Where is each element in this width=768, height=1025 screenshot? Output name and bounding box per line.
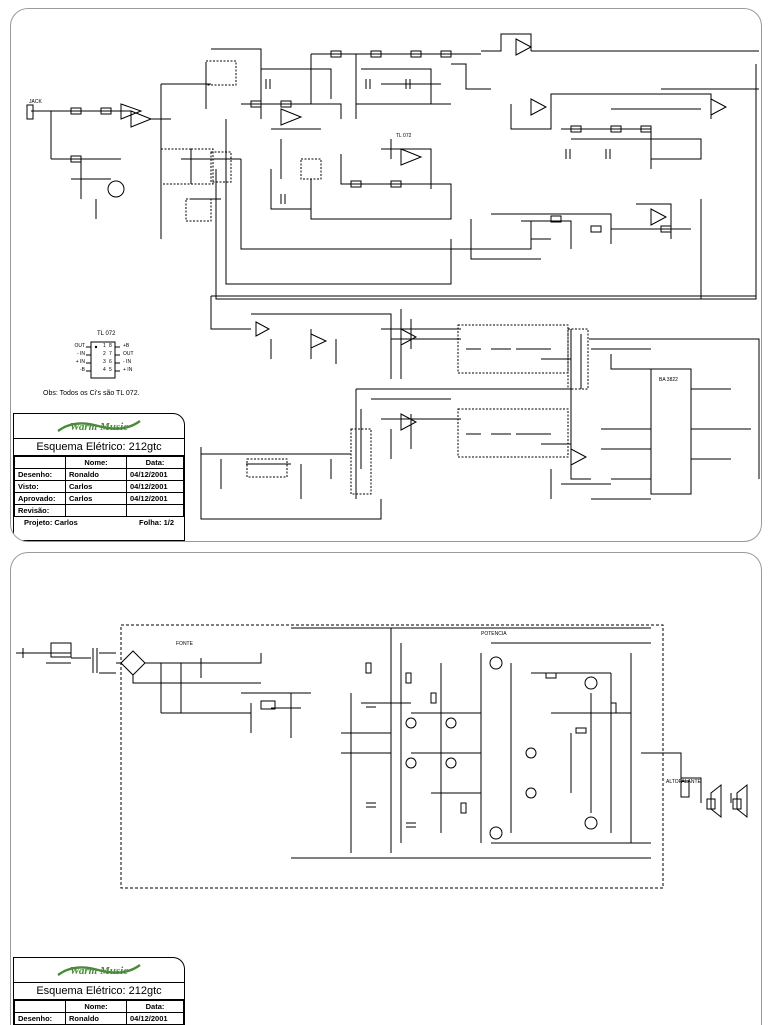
ic-pinout: [86, 341, 120, 379]
power-amp-label: POTENCIA: [481, 631, 507, 637]
power-schematic: POTENCIA FONTE ALTOFALANTE: [16, 624, 748, 889]
preamp-schematic: BA 3822 JACK TL 072: [26, 33, 760, 520]
schematic-sheet-1: BA 3822 JACK TL 072 TL 072 OUT- IN+ IN-B…: [10, 8, 762, 542]
ic-pinout-title: TL 072: [97, 331, 116, 337]
svg-text:Warm Music: Warm Music: [70, 965, 128, 977]
brand-logo: Warm Music: [14, 414, 184, 439]
mix-chip-label: BA 3822: [659, 377, 678, 383]
title-block-2: Warm Music Esquema Elétrico: 212gtc Nome…: [13, 957, 185, 1025]
speaker-label: ALTOFALANTE: [666, 779, 701, 785]
schematic-sheet-2: POTENCIA FONTE ALTOFALANTE Warm Music Es…: [10, 552, 762, 1025]
brand-logo-2: Warm Music: [14, 958, 184, 983]
sheet-number: Folha: 1/2: [138, 518, 174, 527]
sheet-title-2: Esquema Elétrico: 212gtc: [14, 983, 184, 1000]
chip-label: TL 072: [396, 133, 412, 139]
supply-label: FONTE: [176, 641, 194, 647]
logo-graphic: Warm Music: [57, 420, 141, 433]
note-text: Obs: Todos os Ci's são TL 072.: [43, 390, 140, 397]
sheet-title: Esquema Elétrico: 212gtc: [14, 439, 184, 456]
logo-graphic-2: Warm Music: [57, 964, 141, 977]
svg-text:Warm Music: Warm Music: [70, 421, 128, 433]
project-label: Projeto: Carlos: [24, 518, 78, 527]
jack-label: JACK: [29, 99, 42, 105]
title-block: Warm Music Esquema Elétrico: 212gtc Nome…: [13, 413, 185, 541]
ic-left-pins: OUT- IN+ IN-B: [74, 343, 85, 373]
